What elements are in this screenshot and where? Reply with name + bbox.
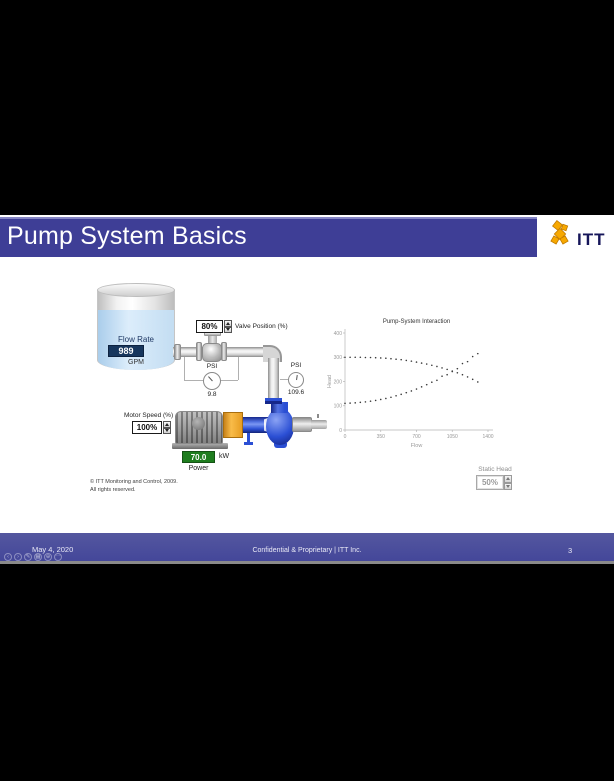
motor-speed-up-button[interactable] (163, 421, 171, 428)
pump-leg-base (244, 442, 253, 445)
footer-page-number: 3 (568, 546, 573, 555)
power-value: 70.0 (182, 451, 215, 463)
static-head-label: Static Head (478, 466, 512, 473)
svg-text:Head: Head (327, 375, 333, 388)
discharge-gauge-unit: PSI (290, 362, 302, 369)
valve-position-up-button[interactable] (224, 320, 232, 327)
itt-logo-text: ITT (577, 230, 606, 249)
tank-top (97, 283, 175, 297)
instrument-line (280, 379, 288, 380)
svg-text:0: 0 (344, 434, 347, 440)
footer-edge-strip (0, 561, 614, 564)
valve-flange-left (196, 342, 202, 361)
valve-stem (208, 336, 217, 344)
slide: Pump System Basics ITT Flow Rate 989 GPM (0, 215, 614, 564)
instrument-line (184, 357, 185, 380)
see-all-slides-button[interactable]: ▦ (34, 553, 42, 561)
static-head-input[interactable]: 50% (476, 475, 504, 490)
pump-volute (266, 408, 294, 445)
svg-text:400: 400 (334, 331, 343, 337)
motor-base (172, 443, 228, 449)
zoom-button[interactable]: ⊕ (44, 553, 52, 561)
svg-text:1400: 1400 (482, 434, 493, 440)
next-slide-button[interactable]: › (14, 553, 22, 561)
tank-water (98, 310, 174, 370)
power-label: Power (188, 465, 209, 472)
svg-text:200: 200 (334, 379, 343, 385)
previous-slide-button[interactable]: ‹ (4, 553, 12, 561)
footer-confidential: Confidential & Proprietary | ITT Inc. (252, 547, 362, 554)
itt-logo-icon (550, 220, 569, 245)
down-arrow-icon (165, 429, 169, 433)
pump-foot (274, 443, 287, 448)
pump-shaft (311, 420, 327, 429)
svg-text:350: 350 (377, 434, 386, 440)
suction-gauge-value: 9.8 (207, 391, 217, 398)
valve-ball (206, 345, 219, 358)
instrument-line (238, 357, 239, 380)
copyright-line1: © ITT Monitoring and Control, 2009. (90, 479, 178, 485)
pen-button[interactable]: ✎ (24, 553, 32, 561)
title-bar (0, 217, 537, 257)
motor-speed-stepper (163, 421, 171, 434)
suction-gauge-unit: PSI (206, 363, 218, 370)
presenter-toolbar: ‹ › ✎ ▦ ⊕ ⋯ (4, 553, 62, 561)
discharge-gauge-value: 109.6 (287, 389, 305, 396)
svg-text:100: 100 (334, 404, 343, 410)
pump-system-chart: Pump-System Interaction 0 100 200 300 400 0 350… (327, 319, 494, 449)
valve-position-label: Valve Position (%) (235, 323, 288, 330)
copyright-line2: All rights reserved. (90, 487, 136, 493)
valve-position-down-button[interactable] (224, 326, 232, 333)
svg-text:0: 0 (339, 428, 342, 434)
tank-outlet-flange (174, 344, 181, 360)
gauge-needle (208, 376, 213, 382)
bearing-pin (317, 414, 319, 418)
bearing-housing (292, 417, 312, 432)
down-arrow-icon (226, 328, 230, 332)
motor-hub (192, 417, 205, 430)
static-head-down-button[interactable] (504, 482, 512, 490)
valve-position-stepper (224, 320, 232, 333)
static-head-stepper (504, 475, 512, 490)
footer-date: May 4, 2020 (32, 545, 74, 554)
valve-position-input[interactable]: 80% (196, 320, 223, 333)
motor-speed-label: Motor Speed (%) (124, 412, 174, 419)
flow-rate-label: Flow Rate (117, 335, 154, 344)
up-arrow-icon (165, 422, 169, 426)
discharge-flange (265, 398, 282, 401)
discharge-pressure-gauge (288, 372, 304, 388)
suction-pressure-gauge (203, 372, 221, 390)
tank (97, 290, 175, 370)
flow-rate-unit: GPM (128, 359, 144, 366)
copyright-text: © ITT Monitoring and Control, 2009. All … (90, 478, 178, 494)
svg-text:700: 700 (412, 434, 421, 440)
svg-text:300: 300 (334, 355, 343, 361)
svg-text:1050: 1050 (447, 434, 458, 440)
static-head-up-button[interactable] (504, 475, 512, 483)
svg-text:Pump-System Interaction: Pump-System Interaction (383, 319, 450, 325)
more-options-button[interactable]: ⋯ (54, 553, 62, 561)
pump-leg (247, 433, 250, 443)
discharge-flange (265, 401, 282, 404)
footer-bar (0, 533, 614, 561)
flow-rate-value: 989 (108, 345, 144, 357)
up-arrow-icon (226, 321, 230, 325)
gauge-needle (296, 375, 298, 381)
slide-title: Pump System Basics (7, 222, 247, 250)
pump-discharge-neck (271, 402, 288, 413)
up-arrow-icon (506, 477, 510, 481)
pipe-elbow (263, 345, 282, 362)
down-arrow-icon (506, 484, 510, 488)
coupling (223, 412, 243, 438)
motor-speed-input[interactable]: 100% (132, 421, 162, 434)
power-unit: kW (219, 453, 230, 460)
discharge-pipe-vertical (268, 358, 279, 399)
svg-text:Flow: Flow (411, 443, 423, 449)
motor-speed-down-button[interactable] (163, 427, 171, 434)
